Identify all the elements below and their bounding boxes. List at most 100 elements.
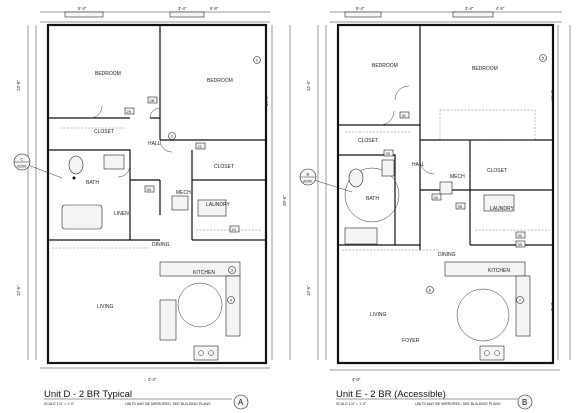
right-section-ref: A200 [303,179,313,184]
left-section-ref: A200 [17,164,27,169]
right-label-closet-2: CLOSET [487,168,507,174]
right-label-laundry: LAUNDRY [490,206,514,212]
right-window-1 [344,11,382,18]
left-label-bedroom-1: BEDROOM [95,71,121,77]
left-dim-top-1: 5'-4" [78,6,87,11]
left-window-1 [64,11,104,18]
left-scale-note: SCALE 1/4" = 1'-0" [44,402,75,406]
left-floor-drain [72,176,76,180]
right-tag-33: 33 [518,242,523,247]
right-kitchen-counter-side [515,275,531,337]
right-dim-top-3: 4'-5" [496,6,505,11]
left-tag-box-34 [144,185,155,193]
left-washer [197,199,227,217]
left-dim-top-3: 5'-8" [210,6,219,11]
right-tag-25: 25 [386,151,391,156]
right-section-marker: B A200 [299,168,353,193]
left-dim-right-b: 28'-5" [282,195,287,206]
right-label-mech: MECH [450,174,465,180]
right-tags: 31 34 35 32 33 25 5 6 7 [383,54,547,304]
left-bathtub [61,204,103,230]
left-title-block: Unit D - 2 BR Typical SCALE 1/4" = 1'-0"… [44,389,249,410]
right-door-tag-5: 5 [542,56,545,61]
left-label-hall: HALL [148,141,161,147]
left-door-swing-4 [117,164,131,178]
left-label-dining: DINING [152,242,170,248]
left-label-closet-2: CLOSET [214,164,234,170]
right-floor-plan: BEDROOM BEDROOM CLOSET HALL CLOSET BATH … [299,6,571,410]
left-section-leader [27,164,63,179]
right-label-foyer: FOYER [402,338,420,344]
right-mirror-note: UNITS MAY BE MIRRORED, SEE BUILDING PLAN… [415,402,501,406]
left-door-tag-circle-1 [253,56,261,64]
right-title-block: Unit E - 2 BR (Accessible) SCALE 1/4" = … [336,389,533,410]
left-tags: 28 29 21 24 34 1 2 3 4 [124,56,261,304]
left-burner-1 [198,350,204,356]
left-door-tag-3: 3 [231,268,234,273]
left-tag-21: 21 [198,144,203,149]
right-door-swing-3 [379,110,395,126]
right-tag-32: 32 [518,233,523,238]
right-detail-letter: B [522,398,527,407]
left-window-2 [169,11,205,18]
left-tag-28: 28 [150,98,155,103]
right-section-letter: B [307,172,310,177]
left-detail-letter: A [238,398,244,407]
right-washer [483,194,515,212]
right-label-closet: CLOSET [358,138,378,144]
right-roll-in-shower [344,227,378,245]
left-range [193,345,219,361]
left-interior-walls [48,25,266,241]
left-label-bath: BATH [86,180,99,186]
left-section-letter: C [21,157,24,162]
right-label-living: LIVING [370,312,387,318]
right-plan-title: Unit E - 2 BR (Accessible) [336,389,446,400]
left-plan-title: Unit D - 2 BR Typical [44,389,132,400]
right-detail-circle [517,394,533,410]
left-door-tag-4: 4 [230,298,233,303]
left-label-kitchen: KITCHEN [193,270,215,276]
left-label-living: LIVING [97,304,114,310]
right-label-kitchen: KITCHEN [488,268,510,274]
right-kitchen-turning-circle [456,288,510,342]
left-tag-24: 24 [232,227,237,232]
right-lavatory [381,159,395,177]
left-label-mech: MECH [176,190,191,196]
right-window-2 [452,11,494,18]
left-door-tag-2: 2 [171,134,174,139]
left-tag-box-28 [147,96,158,104]
left-label-bedroom-2: BEDROOM [207,78,233,84]
left-tag-box-24 [229,225,240,233]
right-label-bath: BATH [366,196,379,202]
left-label-closet: CLOSET [94,129,114,135]
left-dim-left-b: 12'-6" [16,285,21,296]
left-door-tag-circle-4 [227,296,235,304]
left-mirror-note: UNITS MAY BE MIRRORED, SEE BUILDING PLAN… [125,402,211,406]
left-tag-34: 34 [147,187,152,192]
left-kitchen-counter [159,261,241,277]
left-dim-right-a: 16'-4" [264,95,269,106]
right-label-bedroom-1: BEDROOM [372,63,398,69]
right-dim-bottom-1: 4'-0" [352,377,361,382]
right-label-dining: DINING [438,252,456,258]
right-toilet [348,168,364,188]
left-tag-29: 29 [127,109,132,114]
right-tag-box-25 [383,149,394,157]
left-vanity [103,154,125,170]
left-toilet [68,155,84,175]
left-label-linen: LINEN [114,211,129,217]
left-section-marker: C A200 [13,153,63,179]
left-tag-box-29 [124,107,135,115]
left-dim-top-2: 3'-4" [178,6,187,11]
right-dim-top-1: 5'-4" [356,6,365,11]
right-tag-box-32 [515,231,526,239]
right-door-swing-1 [394,85,410,101]
right-tag-31: 31 [402,113,407,118]
left-dim-left-a: 13'-9" [16,80,21,91]
right-exterior-wall [336,23,555,365]
right-dim-top-2: 3'-4" [465,6,474,11]
left-door-tag-circle-3 [228,266,236,274]
right-burner-2 [494,350,500,356]
right-water-heater [439,181,453,195]
